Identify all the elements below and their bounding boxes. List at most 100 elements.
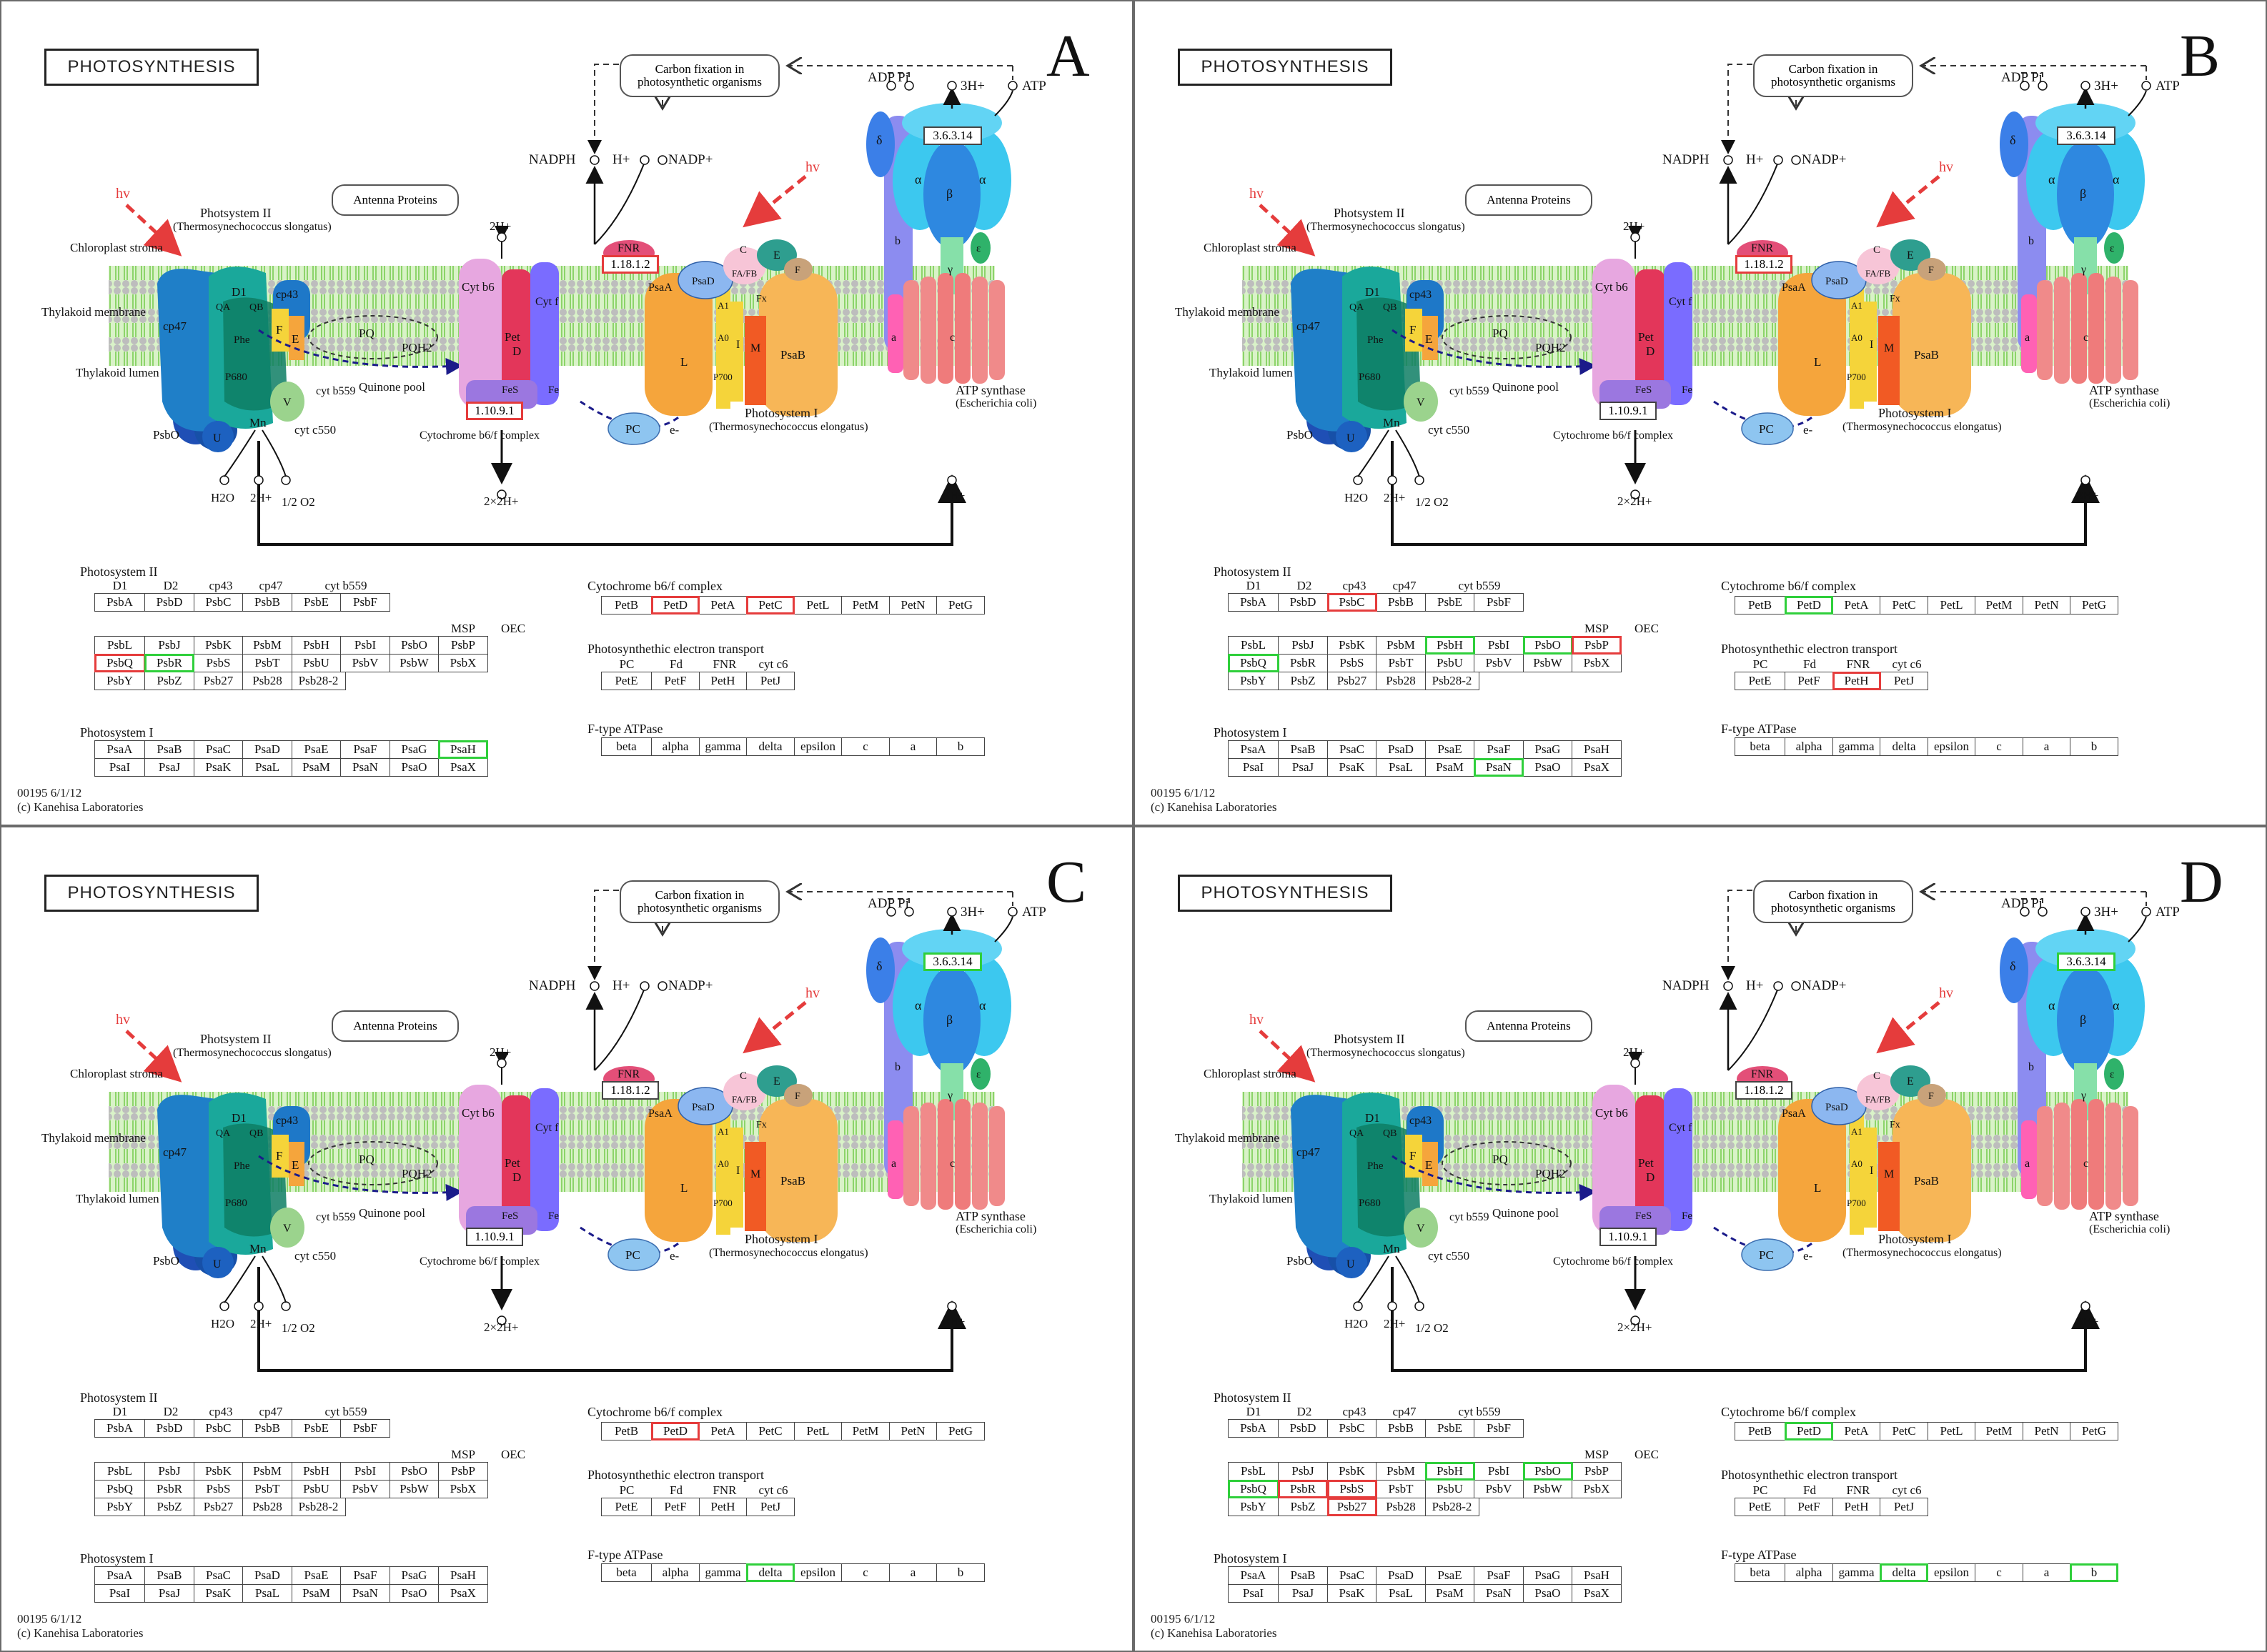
gene-psbj[interactable]: PsbJ: [144, 1462, 194, 1481]
gene-psbj[interactable]: PsbJ: [144, 636, 194, 655]
gene-psam[interactable]: PsaM: [1424, 1584, 1475, 1603]
gene-psak[interactable]: PsaK: [1326, 758, 1377, 777]
carbon-fixation-box[interactable]: Carbon fixation in photosynthetic organi…: [1753, 54, 1913, 97]
gene-psan[interactable]: PsaN: [340, 1584, 390, 1603]
gene-psao[interactable]: PsaO: [389, 758, 440, 777]
gene-psb28[interactable]: Psb28: [1376, 672, 1426, 690]
gene-psbm[interactable]: PsbM: [242, 636, 292, 655]
gene-psbx[interactable]: PsbX: [438, 1480, 488, 1498]
gene-petm[interactable]: PetM: [841, 1422, 890, 1440]
ec-box-1-10-9-1[interactable]: 1.10.9.1: [1599, 402, 1657, 420]
gene-petn[interactable]: PetN: [2022, 1422, 2071, 1440]
gene-psbl[interactable]: PsbL: [94, 636, 146, 655]
gene-a[interactable]: a: [888, 737, 938, 756]
gene-psan[interactable]: PsaN: [340, 758, 390, 777]
gene-psb27[interactable]: Psb27: [1326, 672, 1377, 690]
gene-psal[interactable]: PsaL: [1376, 758, 1426, 777]
gene-psbl[interactable]: PsbL: [94, 1462, 146, 1481]
gene-petc[interactable]: PetC: [1880, 596, 1928, 614]
gene-gamma[interactable]: gamma: [1832, 737, 1881, 756]
gene-petj[interactable]: PetJ: [1880, 672, 1928, 690]
gene-psbu[interactable]: PsbU: [1424, 1480, 1475, 1498]
gene-psbv[interactable]: PsbV: [1474, 654, 1524, 672]
gene-psbi[interactable]: PsbI: [1474, 636, 1524, 655]
gene-pete[interactable]: PetE: [600, 1498, 653, 1516]
gene-psae[interactable]: PsaE: [1424, 740, 1475, 759]
gene-psbw[interactable]: PsbW: [1522, 1480, 1573, 1498]
gene-peta[interactable]: PetA: [1832, 1422, 1881, 1440]
ec-box-3-6-3-14[interactable]: 3.6.3.14: [923, 952, 982, 971]
gene-psaa[interactable]: PsaA: [1227, 1566, 1279, 1585]
ec-box-1-18-1-2[interactable]: 1.18.1.2: [1735, 1081, 1792, 1100]
gene-beta[interactable]: beta: [1734, 1563, 1786, 1582]
gene-psbq[interactable]: PsbQ: [94, 654, 146, 672]
ec-box-3-6-3-14[interactable]: 3.6.3.14: [923, 126, 982, 145]
gene-peth[interactable]: PetH: [1832, 672, 1881, 690]
gene-psbx[interactable]: PsbX: [1572, 654, 1622, 672]
gene-psaf[interactable]: PsaF: [1474, 740, 1524, 759]
gene-psax[interactable]: PsaX: [1572, 758, 1622, 777]
gene-petc[interactable]: PetC: [1880, 1422, 1928, 1440]
gene-psam[interactable]: PsaM: [291, 1584, 342, 1603]
gene-psak[interactable]: PsaK: [193, 758, 244, 777]
gene-pete[interactable]: PetE: [600, 672, 653, 690]
gene-c[interactable]: c: [841, 1563, 890, 1582]
gene-epsilon[interactable]: epsilon: [793, 737, 843, 756]
gene-psba[interactable]: PsbA: [1227, 1419, 1279, 1438]
gene-psbp[interactable]: PsbP: [438, 1462, 488, 1481]
gene-psbq[interactable]: PsbQ: [94, 1480, 146, 1498]
gene-psbx[interactable]: PsbX: [438, 654, 488, 672]
gene-psbr[interactable]: PsbR: [1278, 1480, 1328, 1498]
gene-psbq[interactable]: PsbQ: [1227, 654, 1279, 672]
gene-psba[interactable]: PsbA: [94, 593, 146, 612]
gene-beta[interactable]: beta: [1734, 737, 1786, 756]
gene-psbc[interactable]: PsbC: [193, 1419, 244, 1438]
gene-psad[interactable]: PsaD: [242, 740, 292, 759]
gene-psb28[interactable]: Psb28: [242, 672, 292, 690]
gene-psae[interactable]: PsaE: [1424, 1566, 1475, 1585]
gene-psai[interactable]: PsaI: [1227, 758, 1279, 777]
ec-box-1-18-1-2[interactable]: 1.18.1.2: [602, 1081, 659, 1100]
gene-petj[interactable]: PetJ: [746, 1498, 795, 1516]
gene-epsilon[interactable]: epsilon: [793, 1563, 843, 1582]
gene-petl[interactable]: PetL: [793, 596, 843, 614]
gene-psb28-2[interactable]: Psb28-2: [1424, 672, 1479, 690]
gene-psbo[interactable]: PsbO: [389, 636, 440, 655]
gene-psbt[interactable]: PsbT: [1376, 1480, 1426, 1498]
gene-psbj[interactable]: PsbJ: [1278, 1462, 1328, 1481]
gene-petn[interactable]: PetN: [888, 596, 938, 614]
gene-psb27[interactable]: Psb27: [193, 672, 244, 690]
gene-petn[interactable]: PetN: [2022, 596, 2071, 614]
gene-psba[interactable]: PsbA: [94, 1419, 146, 1438]
gene-psaf[interactable]: PsaF: [340, 740, 390, 759]
gene-psbu[interactable]: PsbU: [291, 1480, 342, 1498]
gene-epsilon[interactable]: epsilon: [1927, 1563, 1976, 1582]
gene-c[interactable]: c: [841, 737, 890, 756]
gene-psad[interactable]: PsaD: [1376, 1566, 1426, 1585]
gene-b[interactable]: b: [2070, 737, 2118, 756]
gene-petl[interactable]: PetL: [1927, 596, 1976, 614]
gene-psbj[interactable]: PsbJ: [1278, 636, 1328, 655]
gene-psbk[interactable]: PsbK: [193, 1462, 244, 1481]
gene-psbt[interactable]: PsbT: [242, 654, 292, 672]
gene-psan[interactable]: PsaN: [1474, 758, 1524, 777]
gene-psah[interactable]: PsaH: [1572, 1566, 1622, 1585]
gene-petd[interactable]: PetD: [1785, 1422, 1833, 1440]
gene-psbh[interactable]: PsbH: [1424, 1462, 1475, 1481]
ec-box-1-10-9-1[interactable]: 1.10.9.1: [466, 1228, 523, 1246]
gene-psbi[interactable]: PsbI: [340, 636, 390, 655]
gene-psbw[interactable]: PsbW: [1522, 654, 1573, 672]
gene-psbt[interactable]: PsbT: [242, 1480, 292, 1498]
gene-psbm[interactable]: PsbM: [1376, 636, 1426, 655]
gene-peth[interactable]: PetH: [698, 672, 748, 690]
gene-psbp[interactable]: PsbP: [1572, 636, 1622, 655]
gene-psbf[interactable]: PsbF: [340, 593, 390, 612]
gene-psbz[interactable]: PsbZ: [144, 1498, 194, 1516]
gene-psac[interactable]: PsaC: [193, 740, 244, 759]
gene-petl[interactable]: PetL: [1927, 1422, 1976, 1440]
gene-b[interactable]: b: [2070, 1563, 2118, 1582]
gene-petm[interactable]: PetM: [841, 596, 890, 614]
gene-petm[interactable]: PetM: [1975, 1422, 2023, 1440]
gene-alpha[interactable]: alpha: [1785, 737, 1833, 756]
gene-psao[interactable]: PsaO: [389, 1584, 440, 1603]
